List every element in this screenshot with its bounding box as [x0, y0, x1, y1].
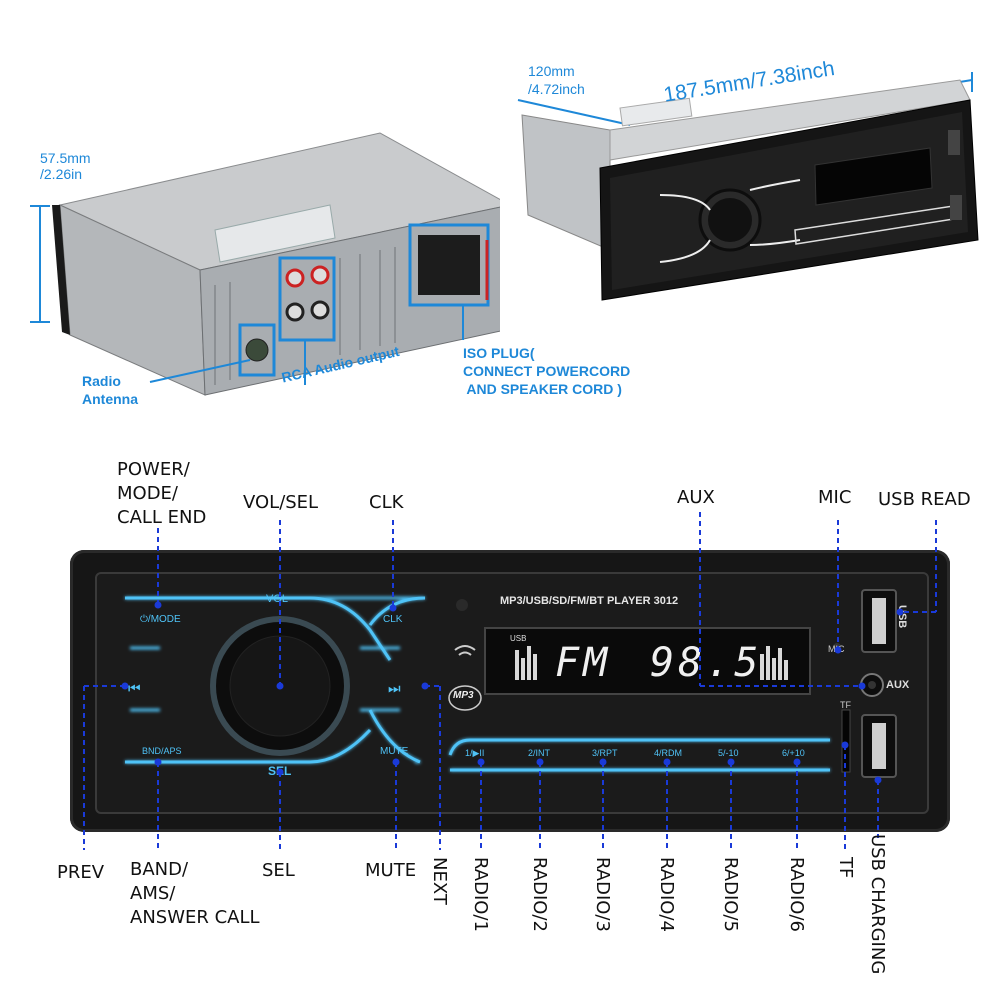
height-dimension-label: 57.5mm /2.26in — [40, 150, 91, 182]
vol-label: VOL — [266, 593, 289, 605]
lcd-mode-display: FM — [555, 640, 612, 686]
callout-radio-4: RADIO/4 — [656, 857, 677, 932]
mp3-badge: MP3 — [453, 690, 474, 701]
preset-4-button[interactable]: 4/RDM — [654, 748, 683, 758]
mode-button[interactable]: ⏻/MODE — [140, 614, 181, 625]
preset-2-button[interactable]: 2/INT — [528, 748, 551, 758]
preset-5-button[interactable]: 5/-10 — [718, 748, 739, 758]
prev-button[interactable]: ⏮ — [128, 680, 141, 696]
callout-prev: PREV — [57, 862, 105, 883]
callout-usb-read: USB READ — [878, 489, 971, 510]
callout-mic: MIC — [818, 487, 852, 508]
rear-view-illustration — [30, 132, 500, 396]
depth-dimension-label: 120mm /4.72inch — [528, 63, 585, 97]
radio-antenna-label: Radio Antenna — [82, 373, 138, 407]
callout-radio-3: RADIO/3 — [592, 857, 613, 932]
mute-button[interactable]: MUTE — [380, 746, 409, 757]
lcd-frequency-display: 98.5 — [650, 640, 763, 686]
aux-jack-label: AUX — [886, 679, 910, 691]
preset-3-button[interactable]: 3/RPT — [592, 748, 618, 758]
callout-radio-2: RADIO/2 — [529, 857, 550, 932]
callout-usb-charging: USB CHARGING — [867, 834, 888, 975]
preset-6-button[interactable]: 6/+10 — [782, 748, 805, 758]
callout-tf: TF — [835, 857, 856, 879]
band-button[interactable]: BND/APS — [142, 746, 182, 756]
callout-power-mode: POWER/ MODE/ CALL END — [117, 459, 207, 528]
callout-radio-5: RADIO/5 — [720, 857, 741, 932]
lcd-usb-indicator: USB — [510, 634, 527, 643]
panel-model-text: MP3/USB/SD/FM/BT PLAYER 3012 — [500, 595, 679, 607]
front-view-illustration — [517, 72, 979, 301]
callout-mute: MUTE — [365, 860, 417, 881]
callout-radio-6: RADIO/6 — [786, 857, 807, 932]
iso-plug-label: ISO PLUG( CONNECT POWERCORD AND SPEAKER … — [463, 345, 631, 397]
callout-next: NEXT — [429, 857, 450, 905]
callout-vol-sel: VOL/SEL — [243, 492, 319, 513]
next-button[interactable]: ⏭ — [388, 680, 401, 696]
callout-radio-1: RADIO/1 — [470, 857, 491, 932]
callout-clk: CLK — [369, 492, 404, 513]
callout-aux: AUX — [677, 487, 715, 508]
preset-1-button[interactable]: 1/▶II — [465, 748, 485, 758]
clk-button[interactable]: CLK — [383, 614, 403, 625]
callout-band-ams: BAND/ AMS/ ANSWER CALL — [130, 859, 260, 928]
callout-sel: SEL — [262, 860, 295, 881]
tf-slot-label: TF — [840, 700, 851, 710]
